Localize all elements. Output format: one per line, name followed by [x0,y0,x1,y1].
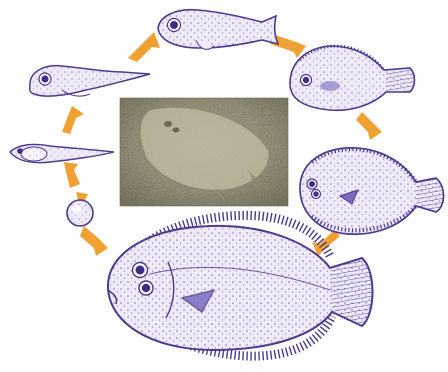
egg-icon [67,200,93,226]
cycle-arrow-icon [356,112,382,140]
juvenile-larva-icon [158,10,278,50]
yolk-sac-larva-icon [10,144,114,162]
flounder-on-sand-photo [120,98,288,206]
larva-icon [30,66,150,96]
cycle-arrow-icon [80,226,108,256]
cycle-arrow-icon [128,32,160,62]
cycle-arrow-icon [62,106,84,134]
juvenile-flounder-icon [300,148,444,234]
cycle-arrow-icon [64,162,80,188]
metamorphosing-larva-icon [290,46,415,110]
